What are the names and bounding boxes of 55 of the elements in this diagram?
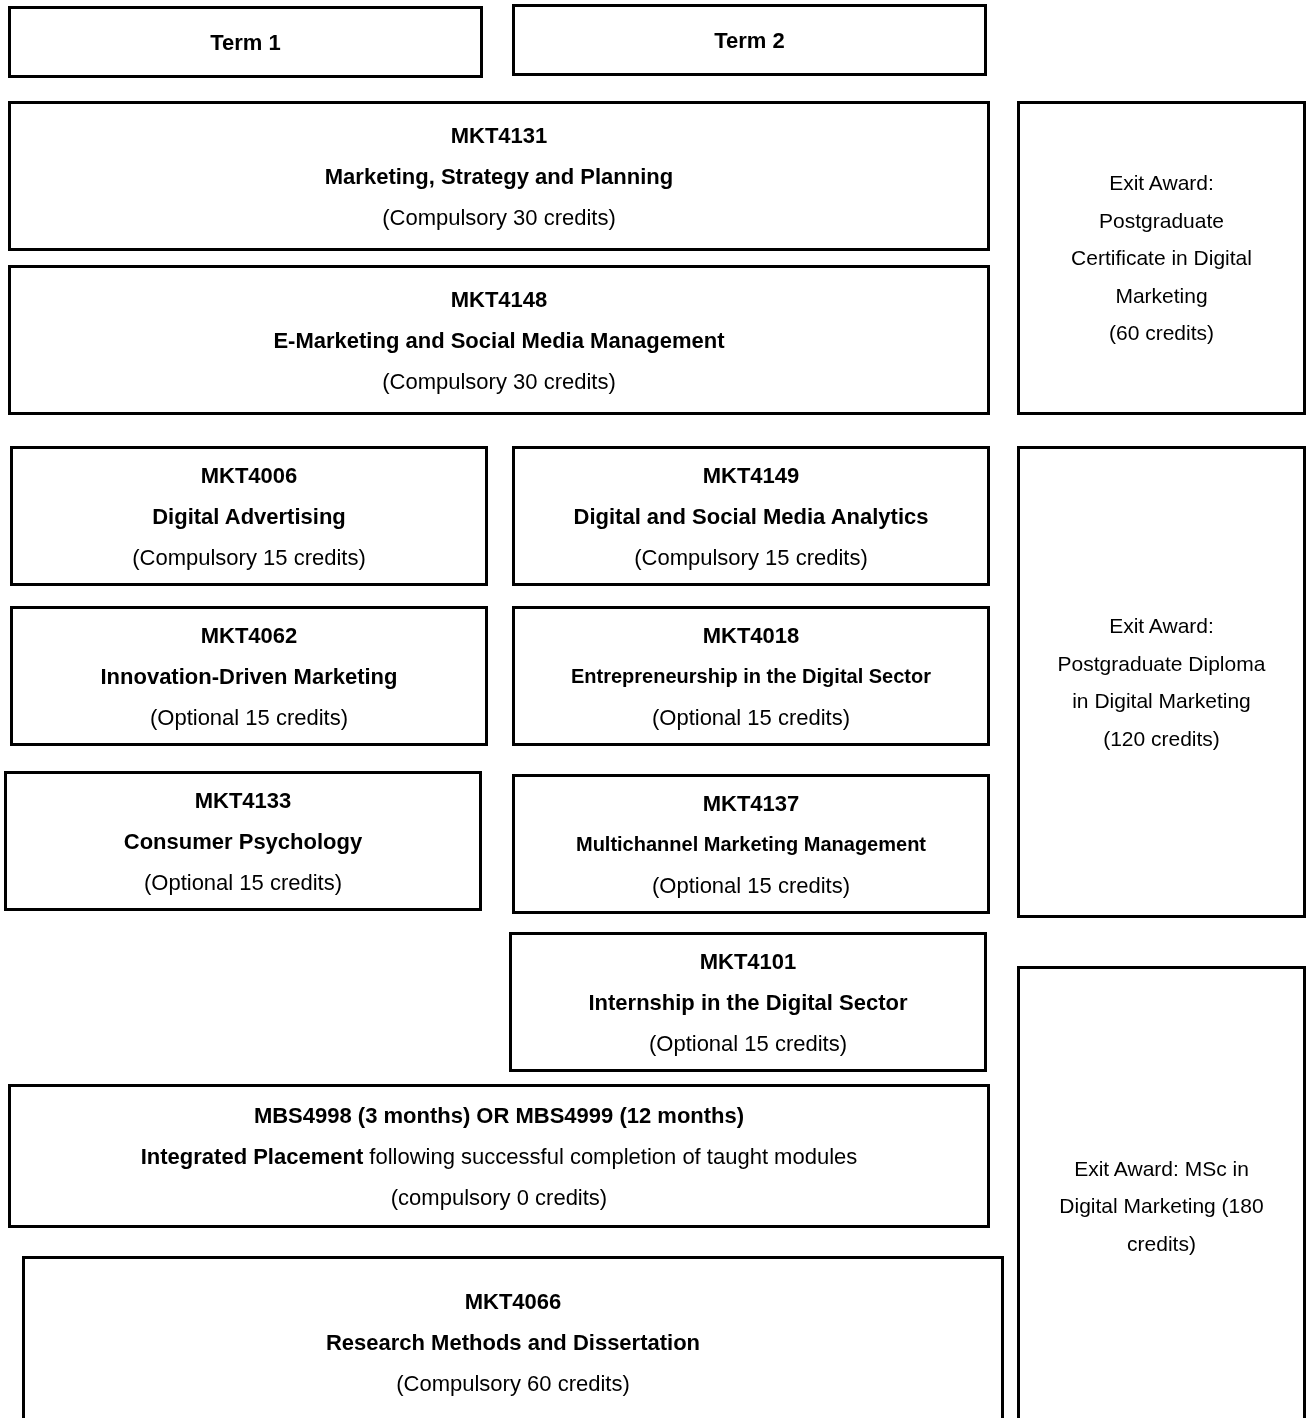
module-box bbox=[512, 606, 990, 746]
exit-award-box bbox=[1017, 446, 1306, 918]
term-heading: Term 1 bbox=[210, 28, 281, 57]
module-credits: (Optional 15 credits) bbox=[648, 1029, 848, 1058]
module-title: Innovation-Driven Marketing bbox=[100, 662, 398, 691]
module-box bbox=[512, 774, 990, 914]
exit-award-text: Exit Award: MSc in Digital Marketing (180 credits) bbox=[1058, 1155, 1265, 1257]
module-credits: (Optional 15 credits) bbox=[651, 871, 851, 900]
term-box bbox=[512, 4, 987, 76]
module-credits: (Compulsory 30 credits) bbox=[382, 367, 616, 396]
term-heading: Term 2 bbox=[714, 26, 785, 55]
exit-award-text: (60 credits) bbox=[1109, 320, 1214, 347]
module-credits: (Compulsory 60 credits) bbox=[396, 1370, 630, 1398]
module-code: MKT4148 bbox=[450, 285, 548, 314]
module-credits: (Compulsory 15 credits) bbox=[132, 543, 366, 572]
module-title: Internship in the Digital Sector bbox=[588, 988, 908, 1017]
module-code: MKT4133 bbox=[194, 786, 292, 815]
module-credits: (Optional 15 credits) bbox=[143, 868, 343, 897]
module-code: MKT4137 bbox=[702, 789, 800, 818]
module-code: MKT4066 bbox=[464, 1288, 562, 1316]
module-box bbox=[10, 606, 488, 746]
module-title: Multichannel Marketing Management bbox=[575, 831, 927, 857]
module-credits: (Optional 15 credits) bbox=[651, 703, 851, 732]
module-credits: (compulsory 0 credits) bbox=[390, 1183, 608, 1212]
module-box bbox=[22, 1256, 1004, 1418]
module-code: MKT4149 bbox=[702, 461, 800, 490]
module-code: MKT4006 bbox=[200, 461, 298, 490]
module-box bbox=[10, 446, 488, 586]
module-title: Integrated Placement following successful completion of taught modules bbox=[140, 1142, 858, 1171]
module-title: Consumer Psychology bbox=[123, 827, 363, 856]
module-box bbox=[509, 932, 987, 1072]
module-code: MKT4131 bbox=[450, 121, 548, 150]
module-title: Marketing, Strategy and Planning bbox=[324, 162, 674, 191]
module-title: Entrepreneurship in the Digital Sector bbox=[570, 663, 932, 689]
module-box bbox=[8, 1084, 990, 1228]
module-code: MKT4062 bbox=[200, 621, 298, 650]
exit-award-box bbox=[1017, 101, 1306, 415]
module-code: MKT4018 bbox=[702, 621, 800, 650]
module-title: Digital Advertising bbox=[152, 502, 346, 531]
module-credits: (Compulsory 30 credits) bbox=[382, 203, 616, 232]
module-title: E-Marketing and Social Media Management bbox=[273, 326, 725, 355]
module-credits: (Optional 15 credits) bbox=[149, 703, 349, 732]
module-code: MKT4101 bbox=[699, 947, 797, 976]
module-title: Digital and Social Media Analytics bbox=[573, 502, 929, 531]
module-title: Research Methods and Dissertation bbox=[325, 1329, 701, 1357]
module-box bbox=[512, 446, 990, 586]
module-box bbox=[4, 771, 482, 911]
exit-award-box bbox=[1017, 966, 1306, 1418]
module-code: MBS4998 (3 months) OR MBS4999 (12 months) bbox=[253, 1101, 745, 1130]
term-box bbox=[8, 6, 483, 78]
module-box bbox=[8, 265, 990, 415]
exit-award-text: Exit Award: Postgraduate Certificate in Digital Marketing bbox=[1070, 170, 1253, 309]
module-box bbox=[8, 101, 990, 251]
exit-award-text: Exit Award: Postgraduate Diploma in Digital Marketing (120 credits) bbox=[1056, 613, 1267, 752]
module-credits: (Compulsory 15 credits) bbox=[634, 543, 868, 572]
